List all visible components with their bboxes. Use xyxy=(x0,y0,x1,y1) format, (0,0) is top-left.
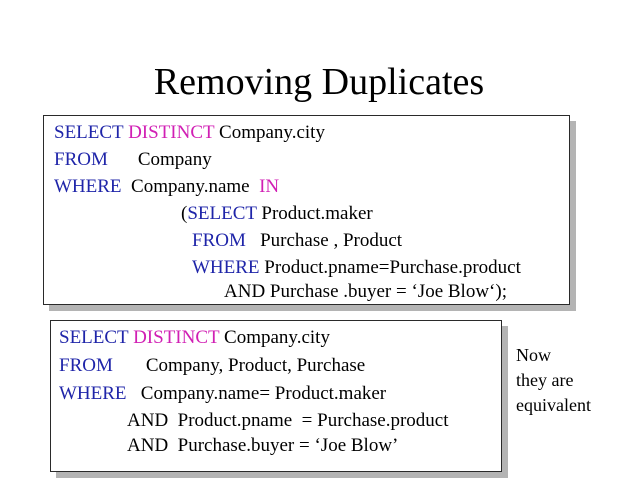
subselect-column: Product.maker xyxy=(261,203,373,224)
query2-line-where: WHERE Company.name= Product.maker xyxy=(59,382,386,406)
keyword-from: FROM xyxy=(59,355,113,376)
keyword-distinct: DISTINCT xyxy=(128,122,215,143)
keyword-distinct: DISTINCT xyxy=(133,327,220,348)
keyword-where: WHERE xyxy=(54,176,122,197)
query2-line-from: FROM Company, Product, Purchase xyxy=(59,354,365,378)
keyword-select: SELECT xyxy=(59,327,129,348)
from-table: Company xyxy=(137,149,212,170)
select-column: Company.city xyxy=(219,122,325,143)
query2-line-and-1: AND Product.pname = Purchase.product xyxy=(127,409,449,433)
query1-line-subwhere: WHERE Product.pname=Purchase.product xyxy=(192,256,521,280)
query1-line-select: SELECT DISTINCT Company.city xyxy=(54,121,325,145)
keyword-in: IN xyxy=(259,176,280,197)
keyword-from: FROM xyxy=(192,230,246,251)
query1-line-where: WHERE Company.name IN xyxy=(54,175,279,199)
from-tables: Company, Product, Purchase xyxy=(145,355,366,376)
query1-line-and: AND Purchase .buyer = ‘Joe Blow‘); xyxy=(224,280,507,304)
and-condition: AND Purchase .buyer = ‘Joe Blow‘); xyxy=(224,281,507,302)
query-box-join: SELECT DISTINCT Company.city FROM Company… xyxy=(50,320,502,472)
where-condition: Company.name= Product.maker xyxy=(140,383,387,404)
query1-line-subselect: (SELECT Product.maker xyxy=(181,202,373,226)
query1-line-subfrom: FROM Purchase , Product xyxy=(192,229,402,253)
note-line-2: they are xyxy=(516,370,574,390)
where-column: Company.name xyxy=(131,176,250,197)
keyword-select: SELECT xyxy=(54,122,124,143)
query2-line-select: SELECT DISTINCT Company.city xyxy=(59,326,330,350)
note-line-3: equivalent xyxy=(516,395,591,415)
note-line-1: Now xyxy=(516,345,551,365)
subfrom-tables: Purchase , Product xyxy=(260,230,403,251)
and-condition-pname: AND Product.pname = Purchase.product xyxy=(127,410,449,431)
subwhere-condition: Product.pname=Purchase.product xyxy=(264,257,521,278)
open-paren: ( xyxy=(181,203,188,224)
equivalence-note: Now they are equivalent xyxy=(516,343,626,418)
keyword-from: FROM xyxy=(54,149,108,170)
query1-line-from: FROM Company xyxy=(54,148,212,172)
query-box-nested: SELECT DISTINCT Company.city FROM Company… xyxy=(43,115,570,305)
query2-line-and-2: AND Purchase.buyer = ‘Joe Blow’ xyxy=(127,434,398,458)
and-condition-buyer: AND Purchase.buyer = ‘Joe Blow’ xyxy=(127,435,399,456)
select-column: Company.city xyxy=(224,327,330,348)
slide-title: Removing Duplicates xyxy=(153,61,485,103)
keyword-where: WHERE xyxy=(59,383,127,404)
keyword-select: SELECT xyxy=(187,203,257,224)
keyword-where: WHERE xyxy=(192,257,260,278)
